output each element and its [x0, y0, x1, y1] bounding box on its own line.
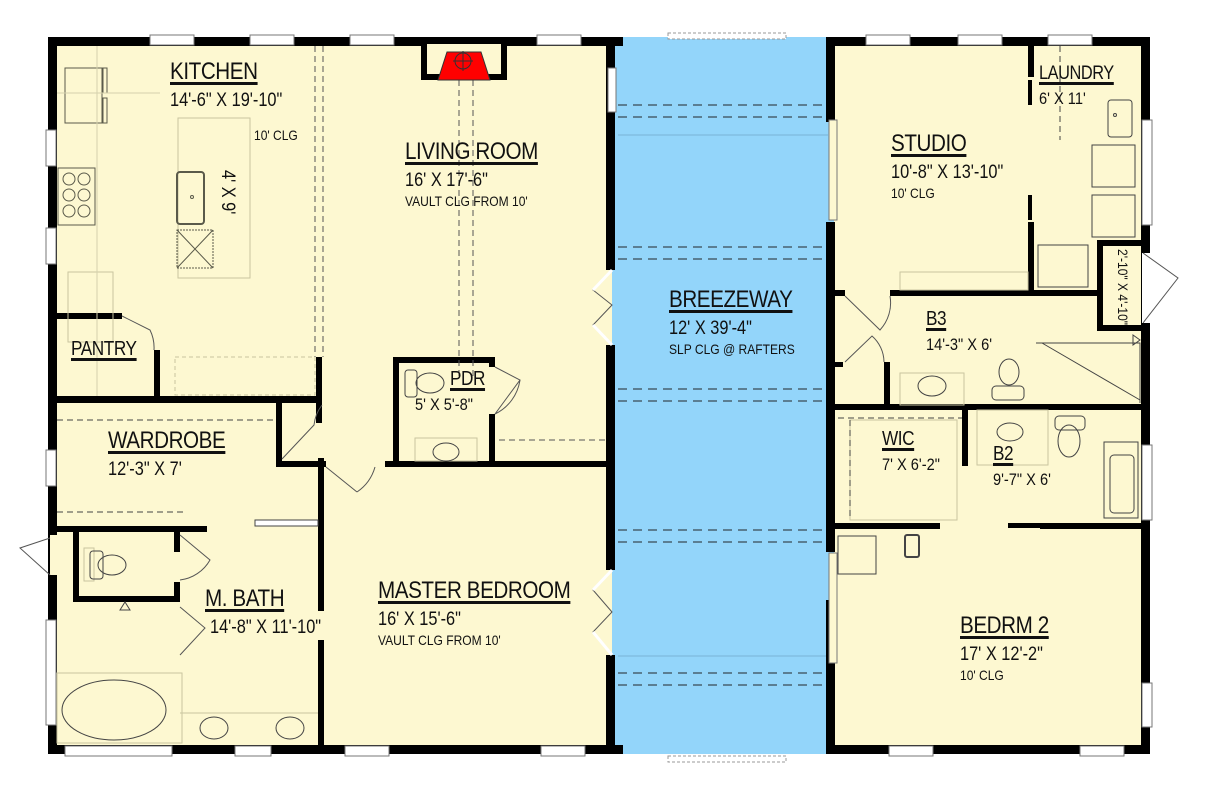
room-kitchen: KITCHEN 14'-6" X 19'-10": [170, 58, 301, 111]
room-wic-name: WIC: [882, 428, 915, 450]
room-kitchen-note: 10' CLG: [254, 125, 305, 143]
room-studio-note: 10' CLG: [891, 185, 935, 202]
room-pdr-dim: 5' X 5'-8": [415, 395, 473, 414]
room-master: MASTER BEDROOM 16' X 15'-6" VAULT CLG FR…: [378, 577, 602, 649]
room-mbath-name: M. BATH: [205, 585, 285, 612]
doors: [19, 252, 1179, 656]
room-master-name: MASTER BEDROOM: [378, 577, 571, 604]
room-laundry: LAUNDRY 6' X 11': [1039, 63, 1126, 108]
room-kitchen-name: KITCHEN: [170, 58, 258, 85]
room-wardrobe-dim: 12'-3" X 7': [108, 458, 182, 480]
room-living-note: VAULT CLG FROM 10': [405, 193, 528, 210]
room-pantry: PANTRY: [71, 338, 147, 361]
ceiling-lines: [314, 46, 606, 441]
room-laundry-dim: 6' X 11': [1039, 88, 1086, 108]
floor-left: [48, 37, 615, 754]
room-mbath-dim: 14'-8" X 11'-10": [210, 616, 322, 638]
room-wardrobe: WARDROBE 12'-3" X 7': [108, 427, 244, 480]
room-kitchen-dim: 14'-6" X 19'-10": [170, 89, 283, 111]
interior-walls: [50, 37, 1150, 745]
fireplace: [421, 44, 507, 81]
rafter-lines: [618, 104, 828, 686]
room-b3-name: B3: [926, 308, 947, 330]
breezeway-floor: [612, 37, 834, 754]
room-breezeway: BREEZEWAY 12' X 39'-4" SLP CLG @ RAFTERS: [669, 286, 815, 358]
island-dim: 4' X 9': [217, 170, 238, 215]
room-studio: STUDIO 10'-8" X 13'-10" 10' CLG: [891, 130, 1022, 202]
room-wardrobe-name: WARDROBE: [108, 427, 226, 454]
windows: [45, 34, 1153, 757]
room-bedrm2-note: 10' CLG: [960, 667, 1004, 684]
room-b2-dim: 9'-7" X 6': [993, 470, 1051, 489]
kitchen-fixtures: [57, 46, 316, 396]
floor-right: [830, 37, 1150, 754]
room-breezeway-name: BREEZEWAY: [669, 286, 793, 313]
room-bedrm2: BEDRM 2 17' X 12'-2" 10' CLG: [960, 612, 1063, 684]
room-master-dim: 16' X 15'-6": [378, 608, 461, 630]
room-b2: B2 9'-7" X 6': [993, 443, 1060, 490]
room-living: LIVING ROOM 16' X 17'-6" VAULT CLG FROM …: [405, 138, 560, 210]
bath-fixtures: [56, 46, 1141, 744]
room-pdr: PDR 5' X 5'-8": [415, 368, 491, 415]
room-pdr-name: PDR: [450, 368, 486, 390]
room-breezeway-note: SLP CLG @ RAFTERS: [669, 341, 795, 358]
room-wic-dim: 7' X 6'-2": [882, 455, 940, 474]
room-studio-name: STUDIO: [891, 130, 967, 157]
room-laundry-name: LAUNDRY: [1039, 63, 1114, 84]
closet-dim: 2'-10" X 4'-10": [1115, 249, 1131, 326]
room-bedrm2-dim: 17' X 12'-2": [960, 643, 1043, 665]
room-wic: WIC 7' X 6'-2": [882, 428, 949, 475]
room-master-note: VAULT CLG FROM 10': [378, 632, 501, 649]
room-b2-name: B2: [993, 443, 1014, 465]
room-living-name: LIVING ROOM: [405, 138, 538, 165]
kitchen-ceiling-note: 10' CLG: [254, 127, 298, 143]
room-studio-dim: 10'-8" X 13'-10": [891, 161, 1004, 183]
room-b3-dim: 14'-3" X 6': [926, 335, 993, 354]
room-bedrm2-name: BEDRM 2: [960, 612, 1049, 639]
room-b3: B3 14'-3" X 6': [926, 308, 1003, 355]
room-breezeway-dim: 12' X 39'-4": [669, 317, 752, 339]
room-pantry-name: PANTRY: [71, 338, 137, 360]
room-living-dim: 16' X 17'-6": [405, 169, 488, 191]
room-mbath: M. BATH 14'-8" X 11'-10": [205, 585, 339, 638]
